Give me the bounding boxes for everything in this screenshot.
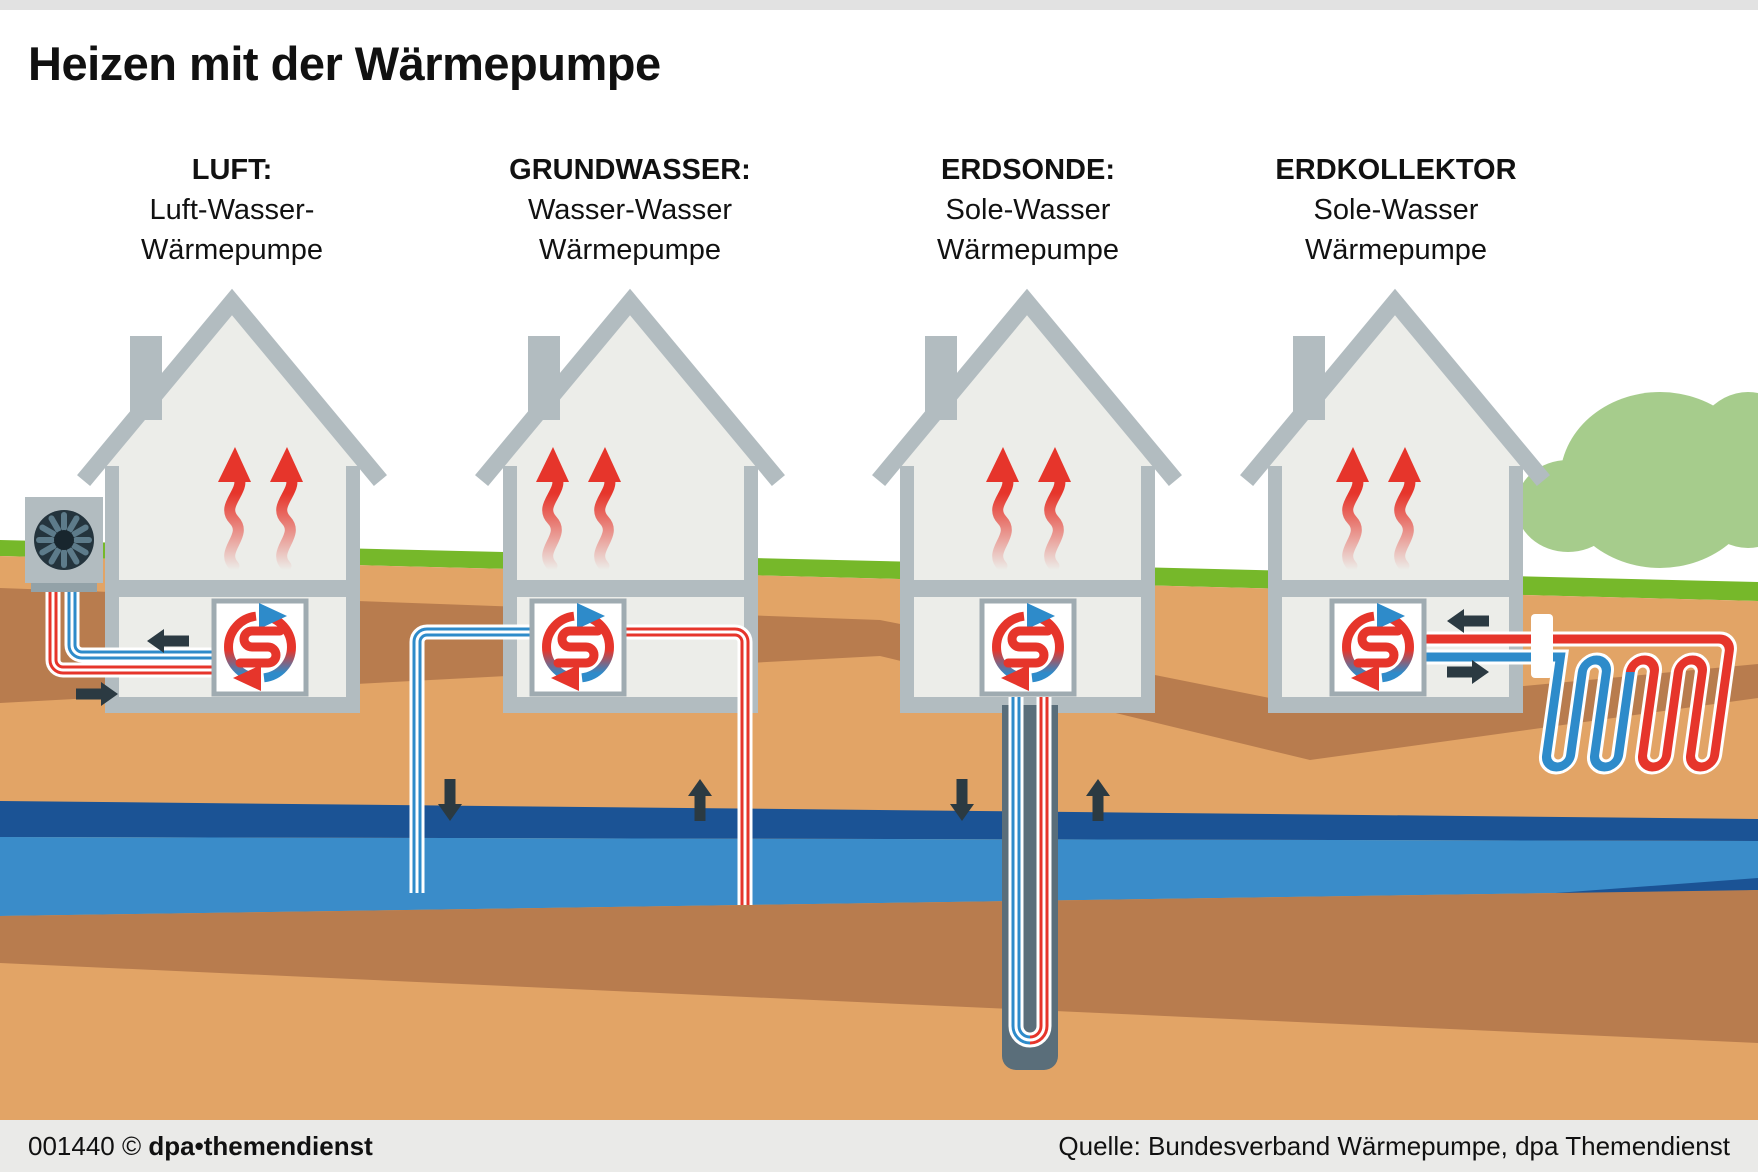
column-subline: Wärmepumpe <box>1304 234 1488 266</box>
column-header-erdkollektor: ERDKOLLEKTOR Sole-Wasser Wärmepumpe <box>1236 150 1556 270</box>
heat-pump-unit-luft <box>211 598 309 697</box>
column-subline: Luft-Wasser- <box>149 194 315 226</box>
page-title: Heizen mit der Wärmepumpe <box>28 37 661 90</box>
heat-pump-unit-grundwasser <box>529 598 627 697</box>
footer-source: Quelle: Bundesverband Wärmepumpe, dpa Th… <box>1058 1130 1730 1161</box>
column-heading: ERDKOLLEKTOR <box>1275 154 1517 186</box>
borehole <box>1002 697 1058 1070</box>
footer-brand: dpa•themendienst <box>148 1130 373 1161</box>
footer-bar: 001440 © dpa•themendienst Quelle: Bundes… <box>0 1120 1758 1172</box>
groundwater-top-band <box>0 801 1758 841</box>
footer-credit: 001440 © dpa•themendienst <box>28 1131 373 1162</box>
column-subline: Wärmepumpe <box>936 234 1120 266</box>
grundwasser-pipes <box>409 624 753 905</box>
column-heading: ERDSONDE: <box>940 154 1115 186</box>
column-heading: GRUNDWASSER: <box>509 154 751 186</box>
column-subline: Wärmepumpe <box>538 234 722 266</box>
heat-flow-arrows <box>218 447 1421 566</box>
column-subline: Wasser-Wasser <box>527 194 733 226</box>
luft-pipes <box>45 585 214 678</box>
column-header-luft: LUFT: Luft-Wasser- Wärmepumpe <box>72 150 392 270</box>
fan-icon <box>34 510 94 570</box>
footer-code: 001440 © <box>28 1130 142 1161</box>
column-subline: Sole-Wasser <box>1313 194 1479 226</box>
heat-pump-unit-erdkollektor <box>1329 598 1427 697</box>
bush <box>1516 392 1758 568</box>
column-header-erdsonde: ERDSONDE: Sole-Wasser Wärmepumpe <box>868 150 1188 270</box>
column-heading: LUFT: <box>191 154 273 186</box>
groundwater-layer <box>0 837 1758 916</box>
collector-connector <box>1531 614 1553 678</box>
heat-pump-unit-erdsonde <box>979 598 1077 697</box>
column-header-grundwasser: GRUNDWASSER: Wasser-Wasser Wärmepumpe <box>470 150 790 270</box>
top-strip <box>0 0 1758 10</box>
outdoor-air-unit <box>25 497 103 592</box>
collector-coil <box>1422 631 1737 775</box>
column-subline: Wärmepumpe <box>140 234 324 266</box>
soil-band-lower <box>0 890 1758 1043</box>
column-subline: Sole-Wasser <box>945 194 1111 226</box>
